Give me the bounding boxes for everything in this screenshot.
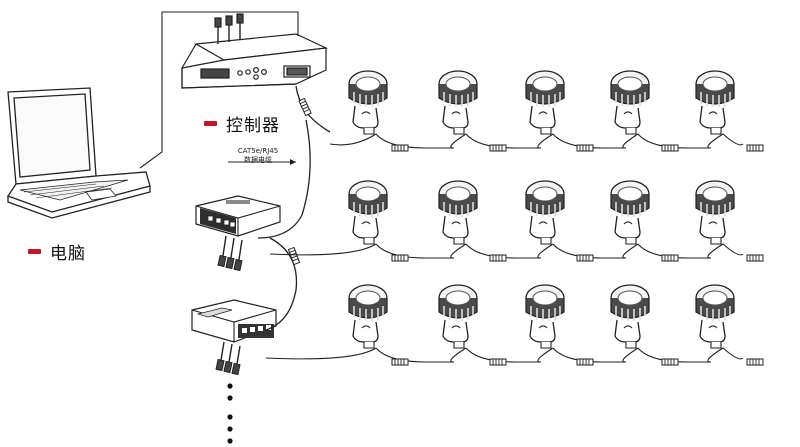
light-row-cable [329, 133, 744, 149]
spotlight-icon [610, 284, 650, 349]
cable-connector [661, 358, 679, 366]
antenna-icon [214, 13, 244, 44]
decoder-box-icon [191, 299, 277, 343]
spotlight-icon [695, 180, 735, 245]
spotlight-icon [610, 180, 650, 245]
spotlight-icon [348, 284, 388, 349]
laptop-icon [7, 87, 151, 219]
cable-desc-text: 数据电缆 [244, 156, 272, 164]
cable-connector [391, 358, 409, 366]
cable-connector [391, 144, 409, 152]
spotlight-icon [695, 70, 735, 135]
cable-connector [391, 254, 409, 262]
cable-connector [489, 254, 507, 262]
decoder-link-cable [265, 237, 298, 331]
light-rows [265, 70, 764, 366]
spotlight-icon [695, 284, 735, 349]
cable-connector [746, 358, 764, 366]
computer-label: 电脑 [28, 239, 86, 264]
cable-connector [576, 358, 594, 366]
spotlight-icon [438, 284, 478, 349]
spotlight-icon [348, 70, 388, 135]
light-row-cable [269, 243, 744, 259]
decoder-box-icon [195, 195, 281, 237]
controller-icon [181, 13, 329, 89]
spotlight-icon [348, 180, 388, 245]
cable-connector [746, 144, 764, 152]
spotlight-icon [525, 284, 565, 349]
spotlight-icon [525, 180, 565, 245]
cable-connector [661, 144, 679, 152]
decoder-plugs [215, 235, 243, 376]
cable-connector [576, 144, 594, 152]
continuation-dots [227, 383, 233, 444]
laptop-controller-cable [139, 11, 299, 169]
cable-type-text: CAT5e/RJ45 [237, 147, 279, 155]
cable-note: CAT5e/RJ45 数据电缆 [226, 147, 290, 165]
spotlight-icon [525, 70, 565, 135]
spotlight-icon [438, 70, 478, 135]
controller-label-marker [204, 121, 217, 126]
spotlight-icon [438, 180, 478, 245]
cable-connector [746, 254, 764, 262]
cable-connector [661, 254, 679, 262]
cable-connector [489, 358, 507, 366]
computer-label-marker [28, 249, 41, 254]
controller-label: 控制器 [204, 111, 280, 136]
light-row-cable [265, 347, 744, 363]
controller-output-cable [295, 85, 331, 133]
controller-decoder-cable [257, 119, 311, 239]
cable-connector [489, 144, 507, 152]
spotlight-icon [610, 70, 650, 135]
cable-connector [576, 254, 594, 262]
